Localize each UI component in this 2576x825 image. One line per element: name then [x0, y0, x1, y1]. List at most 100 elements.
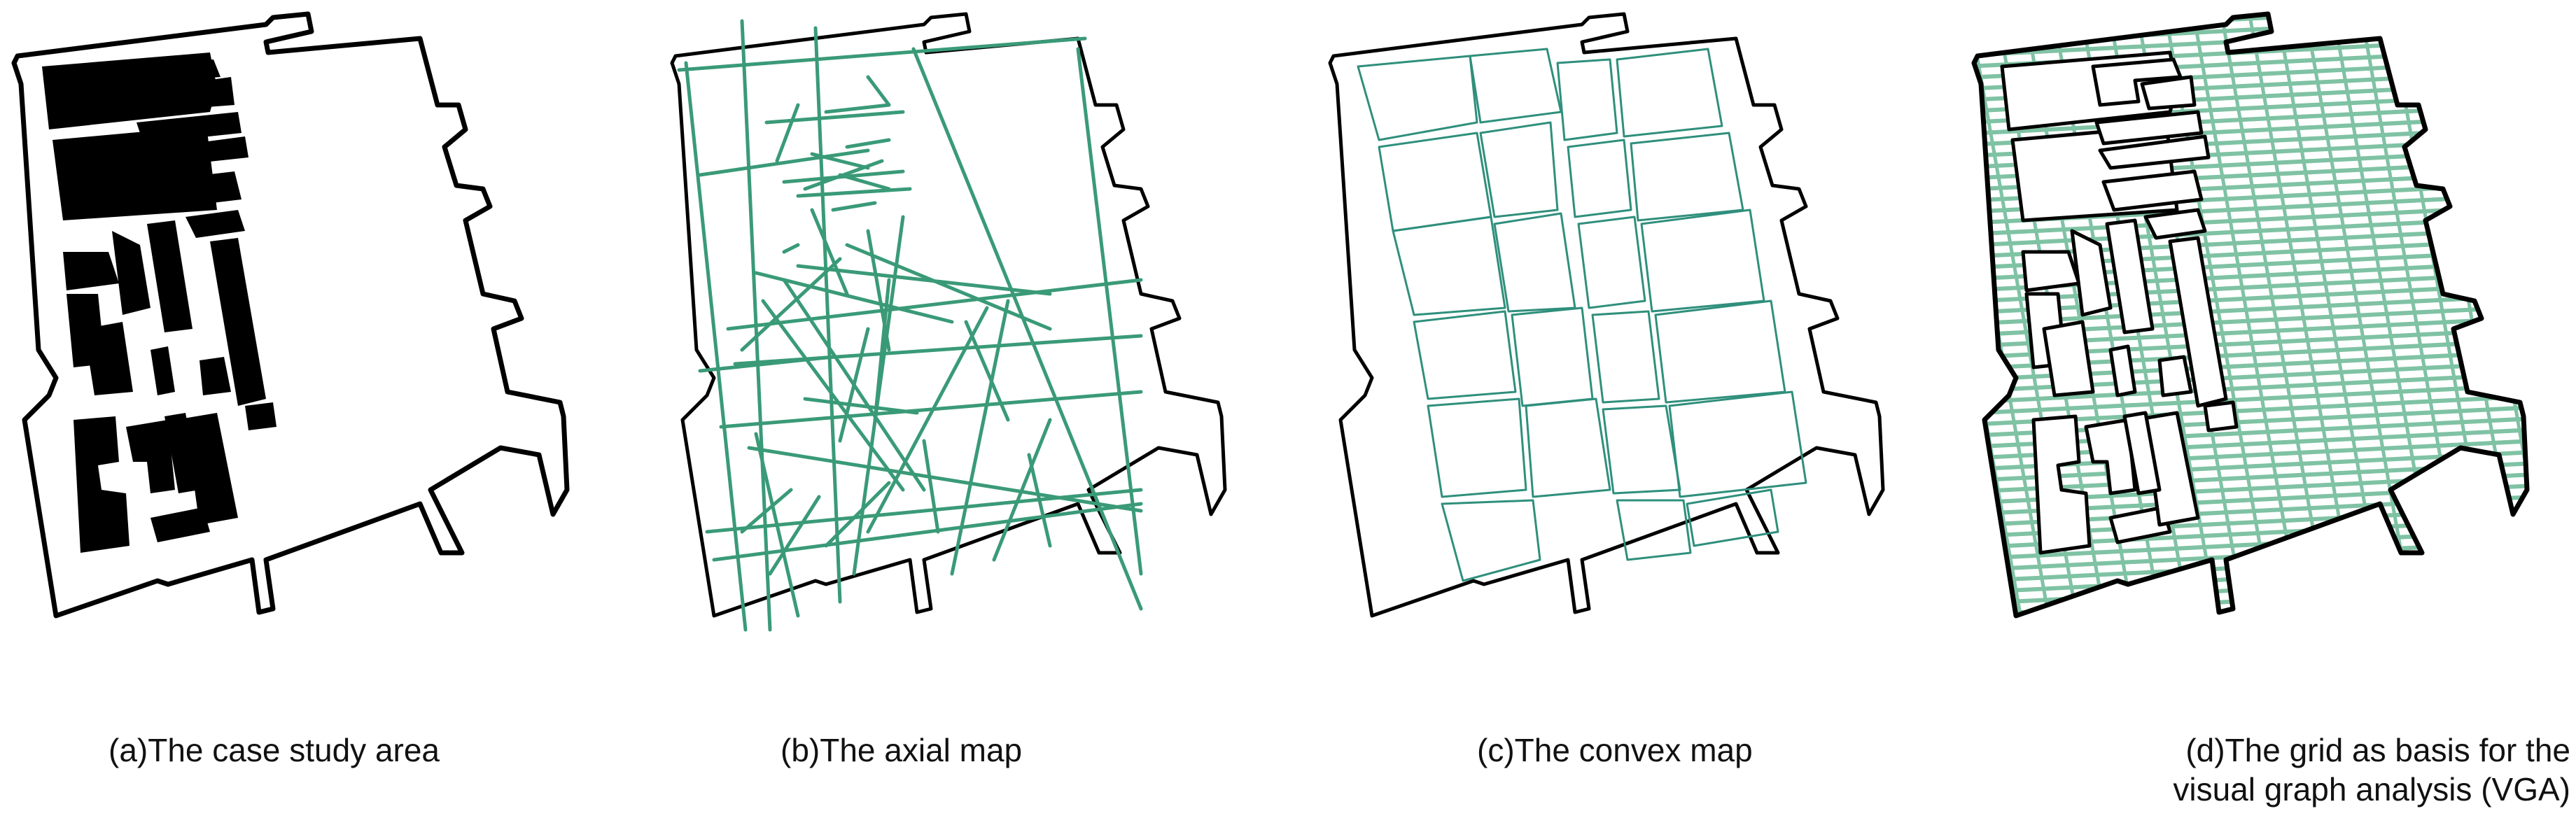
building-outline — [2101, 169, 2204, 212]
building-block — [182, 77, 234, 108]
grid-col — [2497, 14, 2527, 616]
convex-spaces — [1357, 48, 1807, 582]
axial-line — [747, 446, 1143, 513]
building-outline — [2070, 229, 2113, 317]
building-outline — [2157, 355, 2193, 397]
convex-space — [1511, 306, 1594, 407]
vga-grid-map — [1953, 0, 2576, 630]
grid-col — [2413, 14, 2527, 616]
building-outline — [2203, 400, 2239, 432]
axial-line — [726, 278, 1143, 331]
axial-line — [698, 355, 835, 373]
axial-line — [740, 488, 793, 534]
building-outline — [2122, 411, 2162, 495]
grid-col — [1974, 14, 1997, 616]
convex-space — [1567, 139, 1632, 218]
axial-line — [922, 439, 940, 534]
convex-space — [1591, 310, 1660, 404]
outline-path — [1971, 11, 2530, 619]
building-outline — [2105, 218, 2155, 334]
outline-path — [670, 12, 1227, 618]
building-outline — [2094, 110, 2204, 146]
grid-col — [2555, 0, 2576, 630]
convex-space — [1616, 499, 1692, 561]
building-outline — [2143, 208, 2207, 240]
axial-line — [866, 75, 891, 107]
convex-space — [1378, 132, 1492, 232]
axial-line — [796, 187, 912, 198]
axial-line — [768, 495, 821, 576]
case-study-map — [11, 11, 570, 619]
grid-col — [1974, 14, 2025, 616]
building-outline — [2108, 344, 2137, 397]
building-block — [245, 402, 276, 430]
axial-line — [754, 271, 954, 324]
building-outline — [2108, 505, 2172, 544]
caption-d: (d)The grid as basis for the visual grap… — [2173, 731, 2570, 809]
axial-line — [810, 152, 870, 170]
axial-line — [1027, 453, 1052, 548]
caption-c: (c)The convex map — [1477, 732, 1753, 768]
axial-line — [705, 488, 1143, 534]
convex-space — [1556, 58, 1618, 141]
axial-line — [911, 47, 1143, 611]
grid-col — [2189, 14, 2305, 616]
convex-space — [1357, 55, 1478, 141]
grid-row — [1953, 0, 2576, 11]
building-block — [150, 507, 210, 542]
axial-line — [684, 61, 748, 632]
outline-path — [11, 11, 570, 619]
building-block — [63, 252, 119, 290]
building-outline — [2140, 75, 2197, 111]
building-block — [126, 420, 175, 493]
building-block — [136, 112, 241, 143]
building-outline — [2168, 236, 2228, 408]
axial-line — [824, 481, 891, 548]
building-outline — [2091, 57, 2183, 107]
site-outline — [670, 12, 1227, 618]
caption-d-line-1: (d)The grid as basis for the — [2185, 732, 2570, 768]
convex-space — [1602, 404, 1681, 495]
panel-case-study-area: (a)The case study area — [0, 0, 630, 825]
building-block — [84, 322, 133, 395]
convex-space — [1616, 48, 1723, 138]
building-block — [175, 413, 238, 525]
axial-line — [873, 278, 891, 422]
axial-line — [992, 418, 1052, 562]
convex-space — [1654, 299, 1786, 404]
building-block — [147, 220, 192, 332]
axial-line — [845, 138, 891, 149]
grid-col — [2469, 14, 2527, 616]
axial-line — [810, 208, 849, 296]
axial-line — [775, 103, 800, 163]
site-outline — [1971, 11, 2530, 619]
building-outline — [2042, 320, 2095, 397]
axial-line — [782, 243, 800, 254]
building-block — [74, 416, 130, 553]
building-blocks — [42, 52, 276, 553]
building-outline — [2098, 134, 2211, 170]
axial-line — [845, 243, 1052, 331]
caption-b: (b)The axial map — [780, 732, 1023, 768]
caption-d-line-2: visual graph analysis (VGA) — [2173, 771, 2570, 808]
panel-axial-map: (b)The axial map — [658, 0, 1288, 825]
convex-space — [1668, 390, 1807, 498]
axial-line — [796, 264, 1052, 296]
convex-space — [1469, 48, 1562, 124]
building-outline — [2031, 414, 2092, 555]
building-outline — [2021, 250, 2081, 292]
convex-space — [1640, 209, 1765, 313]
axial-line — [764, 110, 905, 125]
site-outline — [11, 11, 570, 619]
building-block — [200, 357, 231, 395]
convex-space — [1413, 310, 1517, 400]
convex-space — [1427, 397, 1527, 498]
axial-line — [831, 201, 877, 212]
grid-col — [2525, 14, 2527, 616]
axial-line — [824, 103, 891, 114]
grid-col — [2301, 14, 2417, 616]
building-block — [133, 59, 220, 105]
building-block — [164, 413, 200, 493]
convex-space — [1479, 121, 1559, 218]
convex-space — [1392, 216, 1506, 316]
